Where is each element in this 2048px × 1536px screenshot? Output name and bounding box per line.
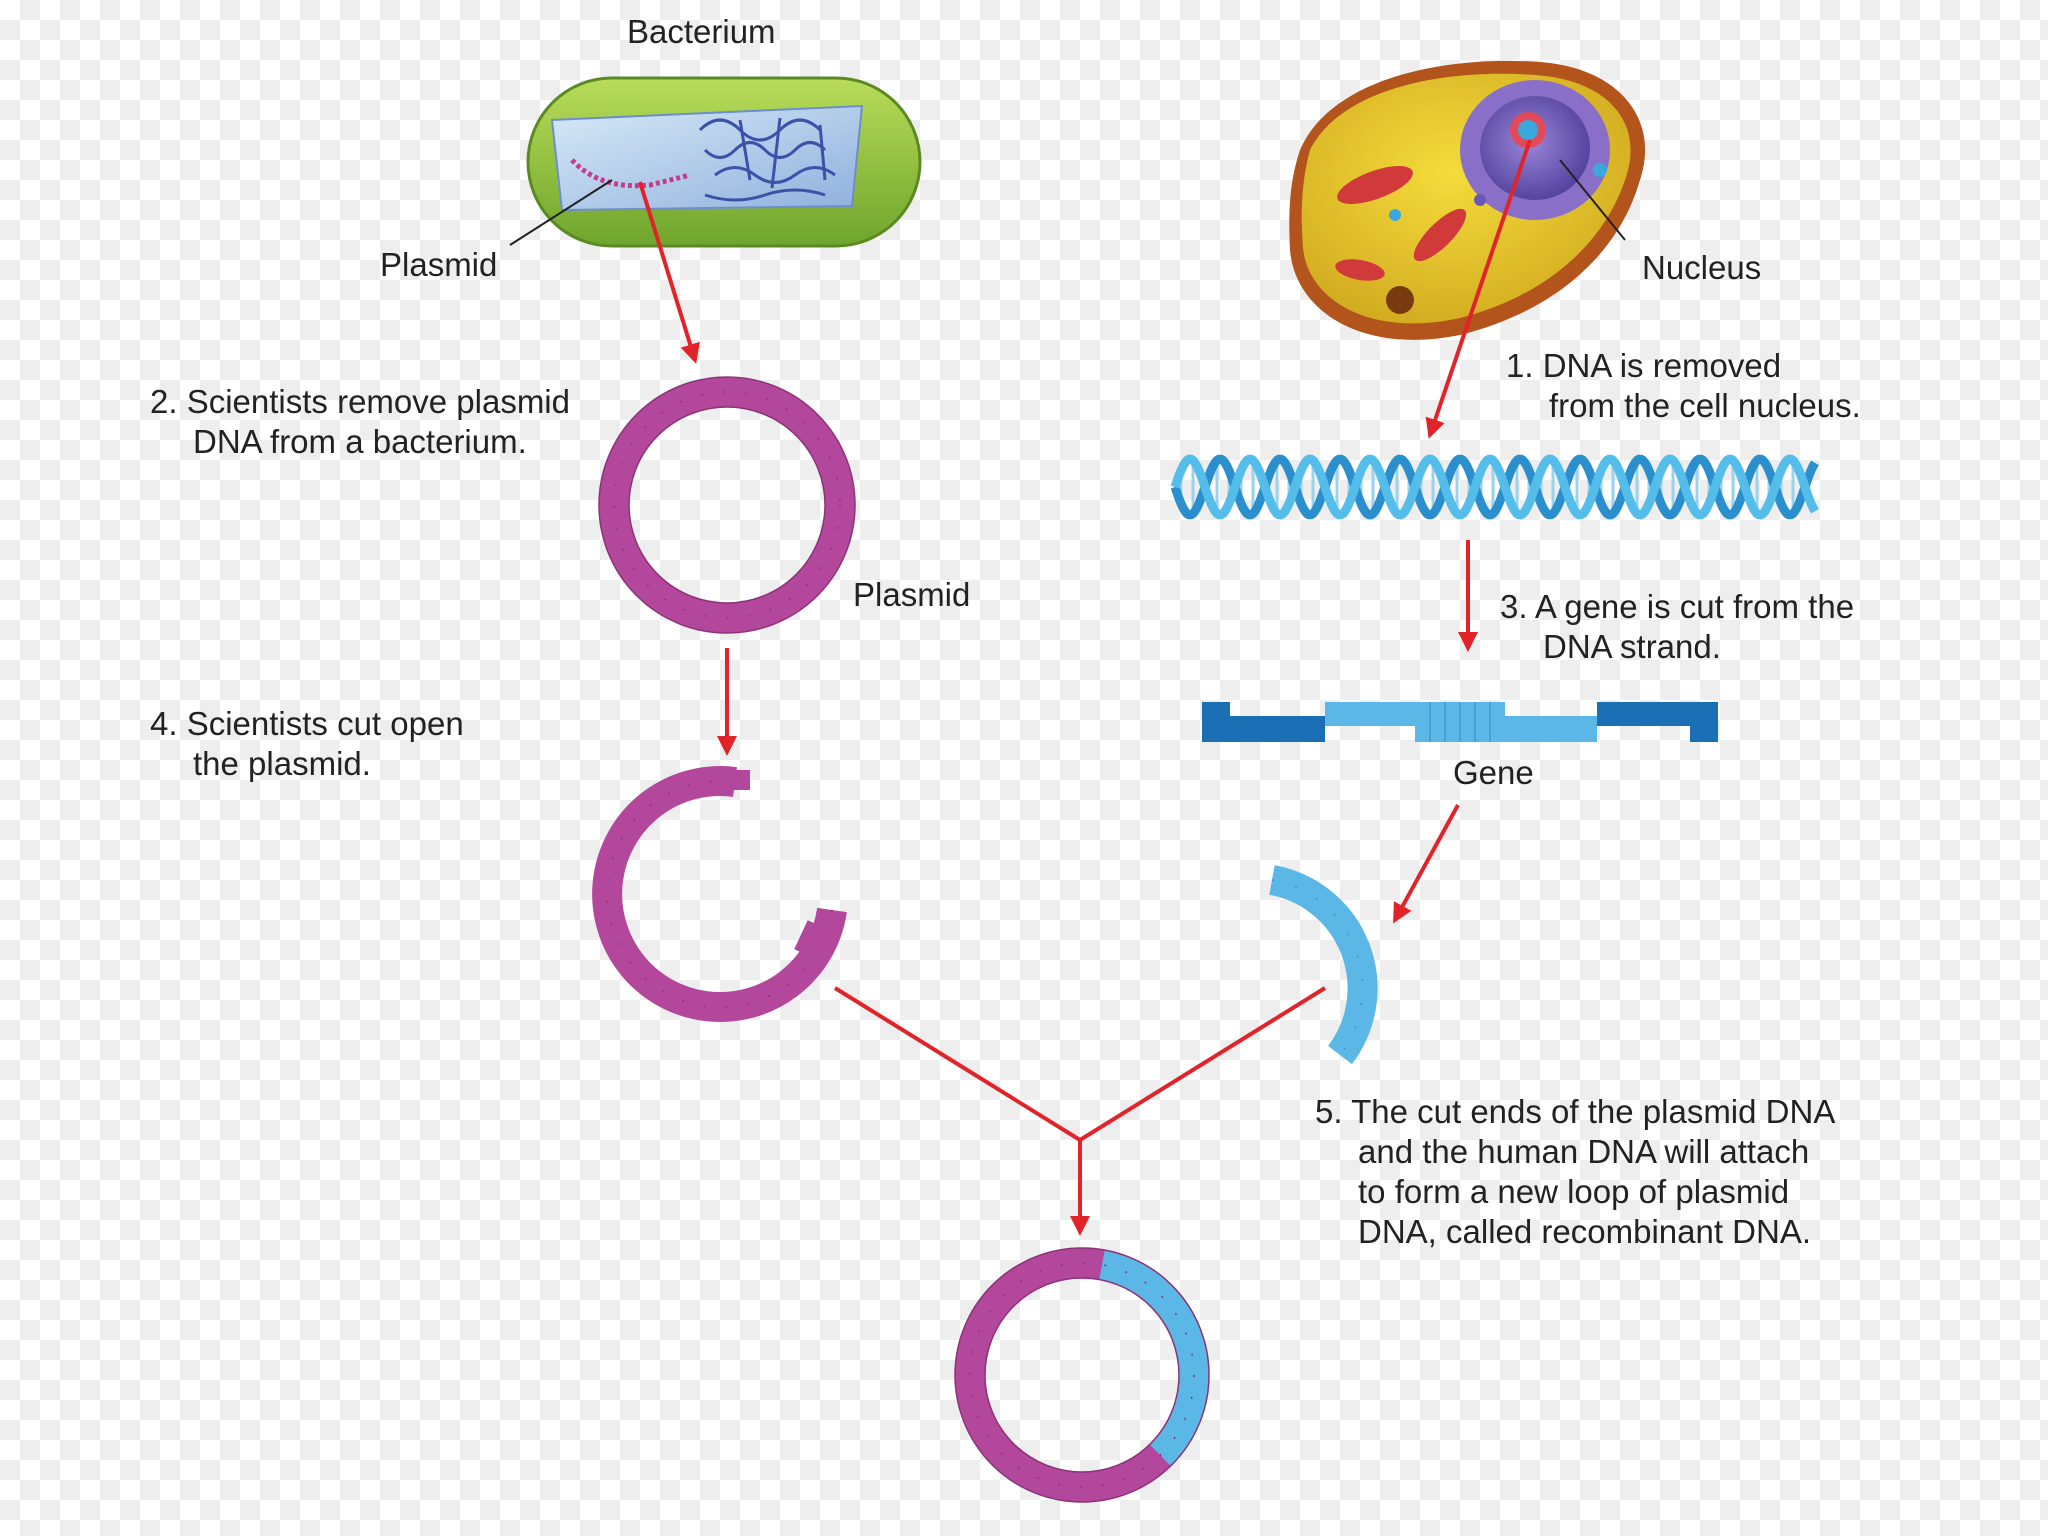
step-1-line-2: from the cell nucleus. bbox=[1549, 387, 1861, 424]
step-5-text: 5. The cut ends of the plasmid DNA and t… bbox=[1315, 1092, 1835, 1252]
step-5-line-4: DNA, called recombinant DNA. bbox=[1358, 1213, 1812, 1250]
step-5-line-1: 5. The cut ends of the plasmid DNA bbox=[1315, 1093, 1836, 1130]
bacterium-illustration bbox=[526, 76, 922, 248]
arrow-gene-to-insert bbox=[1393, 804, 1460, 924]
plasmid-pointer-line bbox=[509, 179, 613, 246]
line-cut-plasmid-to-join bbox=[833, 986, 1082, 1142]
gene-insert-arc bbox=[1268, 865, 1378, 1065]
step-1-text: 1. DNA is removed from the cell nucleus. bbox=[1506, 346, 1861, 426]
step-1-line-1: 1. DNA is removed bbox=[1506, 347, 1782, 384]
dna-helix bbox=[1170, 454, 1819, 520]
gene-strip bbox=[1202, 702, 1718, 742]
helix-strand-1 bbox=[1170, 454, 1819, 520]
cut-plasmid bbox=[592, 766, 847, 1022]
step-5-line-3: to form a new loop of plasmid bbox=[1358, 1173, 1790, 1210]
gene-label: Gene bbox=[1453, 754, 1534, 791]
line-gene-to-join bbox=[1078, 986, 1327, 1142]
step-3-line-2: DNA strand. bbox=[1543, 628, 1721, 665]
step-3-text: 3. A gene is cut from the DNA strand. bbox=[1500, 587, 1854, 667]
animal-cell-illustration bbox=[1289, 60, 1646, 340]
arrow-nucleus-to-dna bbox=[1425, 139, 1532, 439]
step-3-line-1: 3. A gene is cut from the bbox=[1500, 588, 1855, 625]
step-4-text: 4. Scientists cut open the plasmid. bbox=[150, 704, 464, 784]
step-2-line-2: DNA from a bacterium. bbox=[193, 423, 527, 460]
nucleus-pointer-line bbox=[1559, 159, 1626, 241]
plasmid-ring bbox=[598, 376, 856, 634]
nucleus-label: Nucleus bbox=[1642, 249, 1762, 286]
recombinant-plasmid bbox=[954, 1247, 1210, 1503]
step-4-line-1: 4. Scientists cut open bbox=[150, 705, 464, 742]
helix-strand-2 bbox=[1170, 454, 1819, 520]
arrow-bacterium-to-plasmid bbox=[638, 181, 700, 364]
step-5-line-2: and the human DNA will attach bbox=[1358, 1133, 1810, 1170]
bacterium-label: Bacterium bbox=[627, 13, 776, 50]
step-4-line-2: the plasmid. bbox=[193, 745, 371, 782]
plasmid-top-label: Plasmid bbox=[380, 246, 498, 283]
step-2-line-1: 2. Scientists remove plasmid bbox=[150, 383, 570, 420]
plasmid-ring-label: Plasmid bbox=[853, 576, 971, 613]
step-2-text: 2. Scientists remove plasmid DNA from a … bbox=[150, 382, 570, 462]
